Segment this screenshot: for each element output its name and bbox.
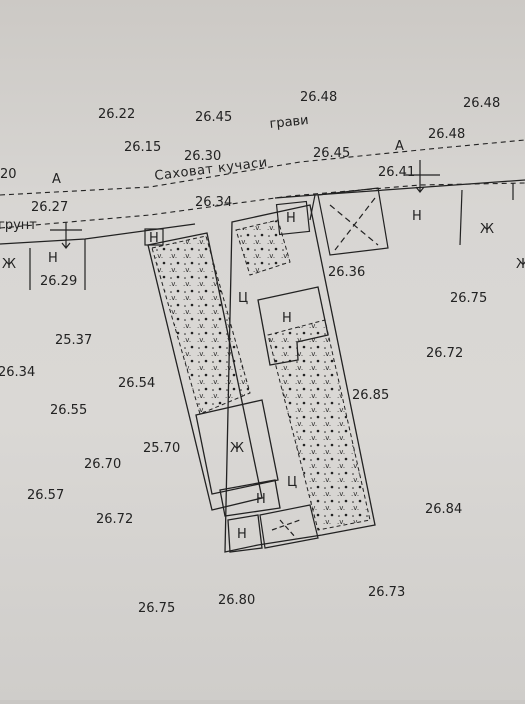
code-n-left: Н	[48, 251, 58, 266]
booth	[144, 228, 164, 246]
edge-left-label: 20	[0, 167, 17, 182]
elev-26-75-right: 26.75	[450, 291, 487, 306]
elev-26-55: 26.55	[50, 403, 87, 418]
elev-26-57: 26.57	[27, 488, 64, 503]
code-n-lower: Н	[256, 492, 266, 507]
elev-26-34-left: 26.34	[0, 365, 35, 380]
booth-code: Н	[149, 231, 159, 246]
residential-block	[195, 399, 279, 495]
elev-26-29: 26.29	[40, 274, 77, 289]
gravel-label: грави	[269, 113, 310, 132]
elev-26-54: 26.54	[118, 376, 155, 391]
bottom-x-box	[259, 504, 319, 549]
elev-25-70: 25.70	[143, 441, 180, 456]
code-ts-left: Ц	[238, 291, 248, 306]
code-n-top: Н	[286, 211, 296, 226]
elev-26-75-bottom: 26.75	[138, 601, 175, 616]
bottom-n-block	[227, 514, 263, 553]
left-lot-small-block	[219, 479, 281, 517]
elev-26-36: 26.36	[328, 265, 365, 280]
elev-26-15: 26.15	[124, 140, 161, 155]
elev-26-85: 26.85	[352, 388, 389, 403]
elev-26-84: 26.84	[425, 502, 462, 517]
road-axis-right: A	[395, 139, 404, 154]
elev-26-72-left: 26.72	[96, 512, 133, 527]
crossed-box	[317, 187, 389, 256]
elev-26-45-top: 26.45	[195, 110, 232, 125]
road-axis-left: A	[52, 172, 61, 187]
elev-26-73: 26.73	[368, 585, 405, 600]
right-lot	[224, 204, 376, 553]
elev-26-70: 26.70	[84, 457, 121, 472]
elev-25-37: 25.37	[55, 333, 92, 348]
elev-26-48-top: 26.48	[300, 90, 337, 105]
code-ts-right: Ц	[287, 475, 297, 490]
arrow-symbol-left	[50, 222, 82, 249]
right-garden	[235, 219, 291, 276]
code-n-bottom: Н	[237, 527, 247, 542]
street-edges	[0, 139, 525, 229]
elev-26-72-right: 26.72	[426, 346, 463, 361]
elev-26-48-right: 26.48	[463, 96, 500, 111]
right-lot-n-block	[257, 286, 329, 366]
code-zh-left: Ж	[2, 257, 16, 272]
code-zh-mid: Ж	[230, 441, 244, 456]
elev-26-80: 26.80	[218, 593, 255, 608]
left-lot	[147, 232, 263, 511]
right-garden-lower	[267, 319, 371, 531]
elev-26-22: 26.22	[98, 107, 135, 122]
elev-26-48-street: 26.48	[428, 127, 465, 142]
elev-26-34-top: 26.34	[195, 195, 232, 210]
arrow-symbol-right	[405, 160, 440, 193]
code-zh-right: Ж	[480, 222, 494, 237]
code-n-mid: Н	[282, 311, 292, 326]
code-n-right: Н	[412, 209, 422, 224]
building-codes: Н Н Ж Н Н Ж Ж Ц Н Ж Н Ц Н	[2, 209, 525, 542]
code-zh-edge: Ж	[516, 257, 525, 272]
elevation-marks: 26.22 26.45 26.48 26.48 26.15 26.30 26.4…	[0, 90, 500, 616]
elev-26-45-mid: 26.45	[313, 146, 350, 161]
ground-label: грунт	[0, 218, 37, 233]
left-garden	[151, 235, 251, 415]
elev-26-41: 26.41	[378, 165, 415, 180]
elev-26-27: 26.27	[31, 200, 68, 215]
elev-26-30: 26.30	[184, 149, 221, 164]
top-n-block	[275, 200, 311, 236]
